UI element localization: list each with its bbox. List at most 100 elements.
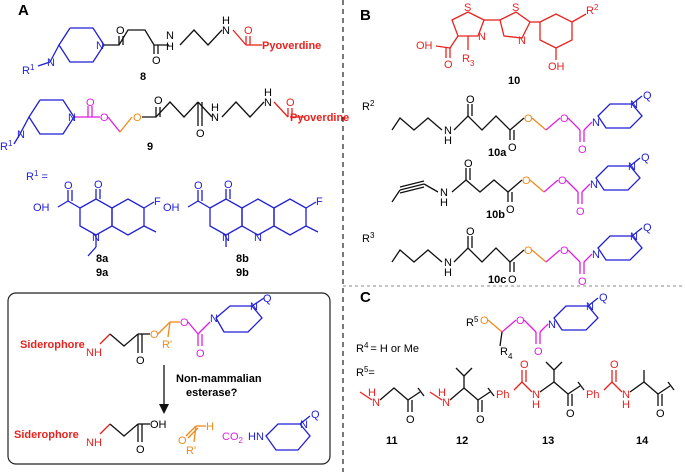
acid-o-label: O — [64, 180, 73, 192]
phenyl-label: Ph — [586, 389, 599, 401]
r1-definition-label: R1 = — [26, 169, 48, 183]
aldehyde-o-label: O — [178, 435, 187, 447]
r1-substituent-label: R1 — [0, 139, 13, 153]
siderophore-label: Siderophore — [14, 429, 79, 441]
carbonyl-o-label: O — [136, 444, 145, 456]
amide-h-label: H — [532, 399, 540, 411]
carbamate-o-label: O — [180, 317, 189, 329]
q-label: Q — [311, 409, 320, 421]
amide-nh-label: N — [440, 187, 448, 199]
mechanism-box — [7, 292, 331, 465]
aldehyde-h-label: H — [206, 421, 214, 433]
r-prime-label: R' — [162, 339, 172, 351]
ester-o-label: O — [522, 175, 531, 187]
amide-nh-label: N — [222, 25, 230, 37]
hydroxyl-label: OH — [416, 40, 433, 52]
carbamate-o-label: O — [578, 276, 587, 288]
reaction-arrow-head — [159, 404, 169, 414]
acid-o-label: O — [444, 59, 453, 71]
carbonyl-o-label: O — [116, 25, 125, 37]
amide-nh-label: N — [166, 30, 174, 42]
carbonyl-o-label: O — [566, 408, 575, 420]
piperazine-n-label: N — [548, 319, 556, 331]
fluoro-label: F — [154, 196, 161, 208]
amide-nh-label: H — [211, 102, 219, 114]
arrow-text-line-2: esterase? — [186, 387, 238, 399]
amide-nh-label: H — [444, 135, 452, 147]
carbamate-o-label: O — [196, 348, 205, 360]
q-label: Q — [599, 292, 608, 304]
carbamate-o-label: O — [516, 315, 525, 327]
amide-nh-label: N — [211, 112, 219, 124]
amide-h-label: H — [622, 399, 630, 411]
compound-number-9b: 9b — [236, 267, 249, 279]
ring-n-label: N — [222, 232, 230, 244]
amine-n-label: N — [442, 397, 450, 409]
compound-number-8b: 8b — [236, 253, 249, 265]
carbonyl-o-label: O — [286, 97, 295, 109]
carbonyl-o-label: O — [136, 355, 145, 367]
piperazine-n-label: N — [630, 231, 638, 243]
carbamate-o-label: O — [576, 206, 585, 218]
quinolone-structure-8b — [187, 189, 319, 247]
carbonyl-o-label: O — [506, 204, 515, 216]
amide-nh-label: H — [444, 267, 452, 279]
amide-nh-label: H — [264, 87, 272, 99]
ester-o-label: O — [524, 245, 533, 257]
amide-n-label: N — [532, 389, 540, 401]
r5-fragments — [359, 361, 675, 412]
carbonyl-o-label: O — [466, 94, 475, 106]
quinolone-structure-8a — [57, 189, 157, 257]
co2-label: CO2 — [222, 431, 244, 445]
panel-label-a: A — [18, 2, 29, 19]
pyoverdine-label: Pyoverdine — [290, 112, 349, 124]
compound-number-12: 12 — [456, 435, 468, 447]
piperazine-n-label: N — [68, 112, 76, 124]
carbamate-o-label: O — [560, 245, 569, 257]
carbamate-o-label: O — [86, 97, 95, 109]
q-label: Q — [643, 90, 652, 102]
compound-number-9a: 9a — [96, 267, 109, 279]
ester-carbonyl-o-label: O — [154, 95, 163, 107]
carbamate-o-label: O — [578, 144, 587, 156]
r1-substituent-label: R1 — [22, 63, 35, 77]
ring-n-label: N — [518, 35, 526, 47]
amide-nh-label: H — [222, 15, 230, 27]
compound-10c — [391, 227, 643, 274]
compound-number-14: 14 — [636, 435, 649, 447]
piperazine-n-label: N — [628, 161, 636, 173]
hydroxyl-label: OH — [150, 419, 167, 431]
piperazine-n-label: N — [590, 179, 598, 191]
amine-h-label: H — [438, 387, 446, 399]
carbonyl-o-label: O — [656, 408, 665, 420]
compound-number-10c: 10c — [488, 274, 506, 286]
carbonyl-o-label: O — [244, 25, 253, 37]
amine-h-label: H — [94, 437, 102, 449]
piperazine-n-label: N — [250, 301, 258, 313]
carbonyl-o-label: O — [406, 414, 415, 426]
amine-n-label: N — [372, 397, 380, 409]
hydroxyl-label: OH — [33, 202, 50, 214]
amide-nh-label: N — [444, 125, 452, 137]
carbonyl-o-label: O — [466, 226, 475, 238]
compound-10a — [391, 95, 643, 142]
amide-nh-label: N — [264, 97, 272, 109]
carbonyl-o-label: O — [508, 142, 517, 154]
carbonyl-o-label: O — [464, 158, 473, 170]
arrow-text-line-1: Non-mammalian — [176, 373, 262, 385]
compound-number-11: 11 — [386, 435, 398, 447]
piperazine-n-label: N — [592, 249, 600, 261]
carbonyl-o-label: O — [508, 274, 517, 286]
keto-o-label: O — [224, 179, 233, 191]
s-atom-label: S — [512, 2, 519, 14]
phenol-oh-label: OH — [548, 61, 565, 73]
r5-label: R5 — [466, 315, 479, 329]
piperazine-n-label: N — [592, 117, 600, 129]
phenyl-label: Ph — [496, 389, 509, 401]
siderophore-label: Siderophore — [20, 339, 85, 351]
amide-nh-label: H — [440, 197, 448, 209]
r4-label: R4 — [500, 346, 513, 361]
compound-number-8a: 8a — [96, 253, 109, 265]
piperazine-n-label: N — [96, 40, 104, 52]
amine-n-label: N — [86, 437, 94, 449]
